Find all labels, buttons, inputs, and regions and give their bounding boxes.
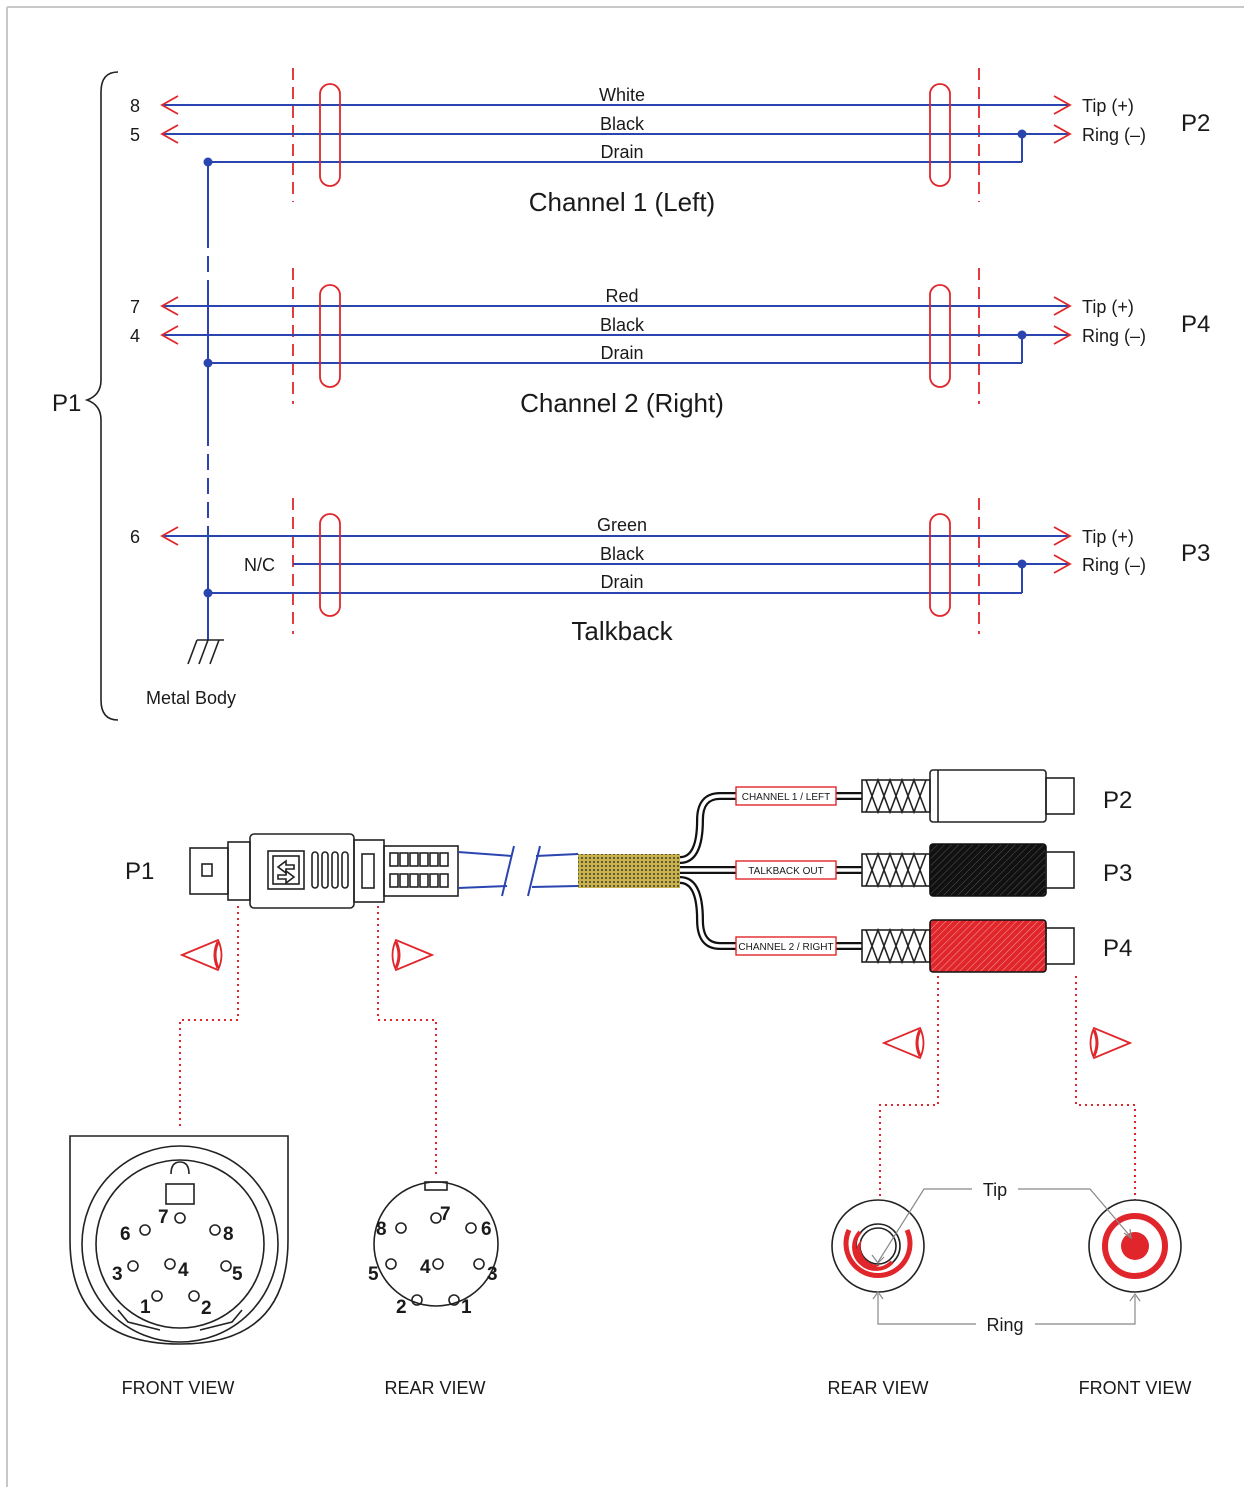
talkback-tip-label: Tip (+) — [1082, 527, 1134, 547]
ch2-ring-label: Ring (–) — [1082, 326, 1146, 346]
tag-talkback-text: TALKBACK OUT — [748, 866, 823, 877]
din-rear-pin: 5 — [368, 1264, 379, 1285]
cable-run — [457, 845, 680, 897]
ring-label: Ring — [986, 1315, 1023, 1335]
din-rear-pin: 1 — [461, 1297, 472, 1318]
din-front-pin: 3 — [112, 1264, 123, 1285]
rca-plug-p2 — [861, 769, 1075, 823]
tag-talkback — [735, 860, 837, 880]
ch1-connector-label: P2 — [1181, 110, 1210, 137]
cable-p1-label: P1 — [125, 858, 154, 885]
din-front-pin: 6 — [120, 1224, 131, 1245]
nc-label: N/C — [244, 555, 275, 575]
cable-p3-label: P3 — [1103, 860, 1132, 887]
channel-2-block — [160, 284, 1072, 388]
ch1-pin-signal: 8 — [130, 96, 140, 116]
din-rear-pin: 6 — [481, 1219, 492, 1240]
caption-din-front-view: FRONT VIEW — [122, 1378, 235, 1398]
caption-din-rear-view: REAR VIEW — [384, 1378, 485, 1398]
din-plug-illustration — [189, 833, 459, 909]
din-front-view — [69, 1135, 289, 1345]
talkback-ring-label: Ring (–) — [1082, 555, 1146, 575]
talkback-wire-signal: Green — [597, 515, 647, 535]
talkback-title: Talkback — [571, 616, 673, 646]
talkback-connector-label: P3 — [1181, 540, 1210, 567]
talkback-pin-signal: 6 — [130, 527, 140, 547]
ch1-pin-return: 5 — [130, 125, 140, 145]
ch1-wire-drain: Drain — [600, 142, 643, 162]
ch2-wire-return: Black — [600, 315, 645, 335]
cable-p2-label: P2 — [1103, 787, 1132, 814]
rca-rear-view — [831, 1199, 925, 1293]
ch1-tip-label: Tip (+) — [1082, 96, 1134, 116]
p1-label: P1 — [52, 390, 81, 417]
view-leaders — [179, 906, 1136, 1200]
talkback-wire-drain: Drain — [600, 572, 643, 592]
ch2-wire-signal: Red — [605, 286, 638, 306]
ch2-pin-signal: 7 — [130, 297, 140, 317]
ch1-title: Channel 1 (Left) — [529, 187, 715, 217]
ch2-pin-return: 4 — [130, 326, 140, 346]
din-rear-pin-labels: 8 7 6 5 4 3 2 1 — [368, 1204, 498, 1318]
din-front-pin: 7 — [158, 1207, 169, 1228]
din-rear-pin: 2 — [396, 1297, 407, 1318]
ch1-ring-label: Ring (–) — [1082, 125, 1146, 145]
ground-bus — [187, 162, 224, 665]
din-rear-pin: 3 — [487, 1264, 498, 1285]
tip-label: Tip — [983, 1180, 1007, 1200]
ch1-wire-signal: White — [599, 85, 645, 105]
caption-rca-front-view: FRONT VIEW — [1079, 1378, 1192, 1398]
caption-rca-rear-view: REAR VIEW — [827, 1378, 928, 1398]
ground-label: Metal Body — [146, 688, 236, 708]
din-rear-pin: 8 — [376, 1219, 387, 1240]
din-rear-view — [373, 1181, 499, 1307]
din-front-pin: 8 — [223, 1224, 234, 1245]
rca-plug-p4 — [861, 919, 1075, 973]
din-front-pin-labels: 6 7 8 3 4 5 1 2 — [112, 1207, 243, 1319]
rca-front-view — [1088, 1199, 1182, 1293]
tag-ch2-text: CHANNEL 2 / RIGHT — [738, 942, 833, 953]
channel-1-block — [160, 83, 1072, 187]
talkback-wire-return: Black — [600, 544, 645, 564]
din-front-pin: 1 — [140, 1297, 151, 1318]
tag-ch2 — [735, 936, 837, 956]
din-front-pin: 4 — [178, 1260, 189, 1281]
tip-ring-callouts — [871, 1188, 1141, 1325]
ch2-wire-drain: Drain — [600, 343, 643, 363]
tag-ch1 — [735, 786, 837, 806]
tag-ch1-text: CHANNEL 1 / LEFT — [742, 792, 831, 803]
talkback-block — [160, 513, 1072, 617]
din-front-pin: 5 — [232, 1264, 243, 1285]
cable-p4-label: P4 — [1103, 935, 1132, 962]
ch1-wire-return: Black — [600, 114, 645, 134]
ch2-tip-label: Tip (+) — [1082, 297, 1134, 317]
rca-plug-p3 — [861, 843, 1075, 897]
breakout-wires — [679, 792, 862, 950]
din-rear-pin: 4 — [420, 1257, 431, 1278]
ch2-title: Channel 2 (Right) — [520, 388, 724, 418]
p1-brace — [84, 71, 119, 721]
din-rear-pin: 7 — [440, 1204, 451, 1225]
ch2-connector-label: P4 — [1181, 311, 1210, 338]
din-front-pin: 2 — [201, 1298, 212, 1319]
